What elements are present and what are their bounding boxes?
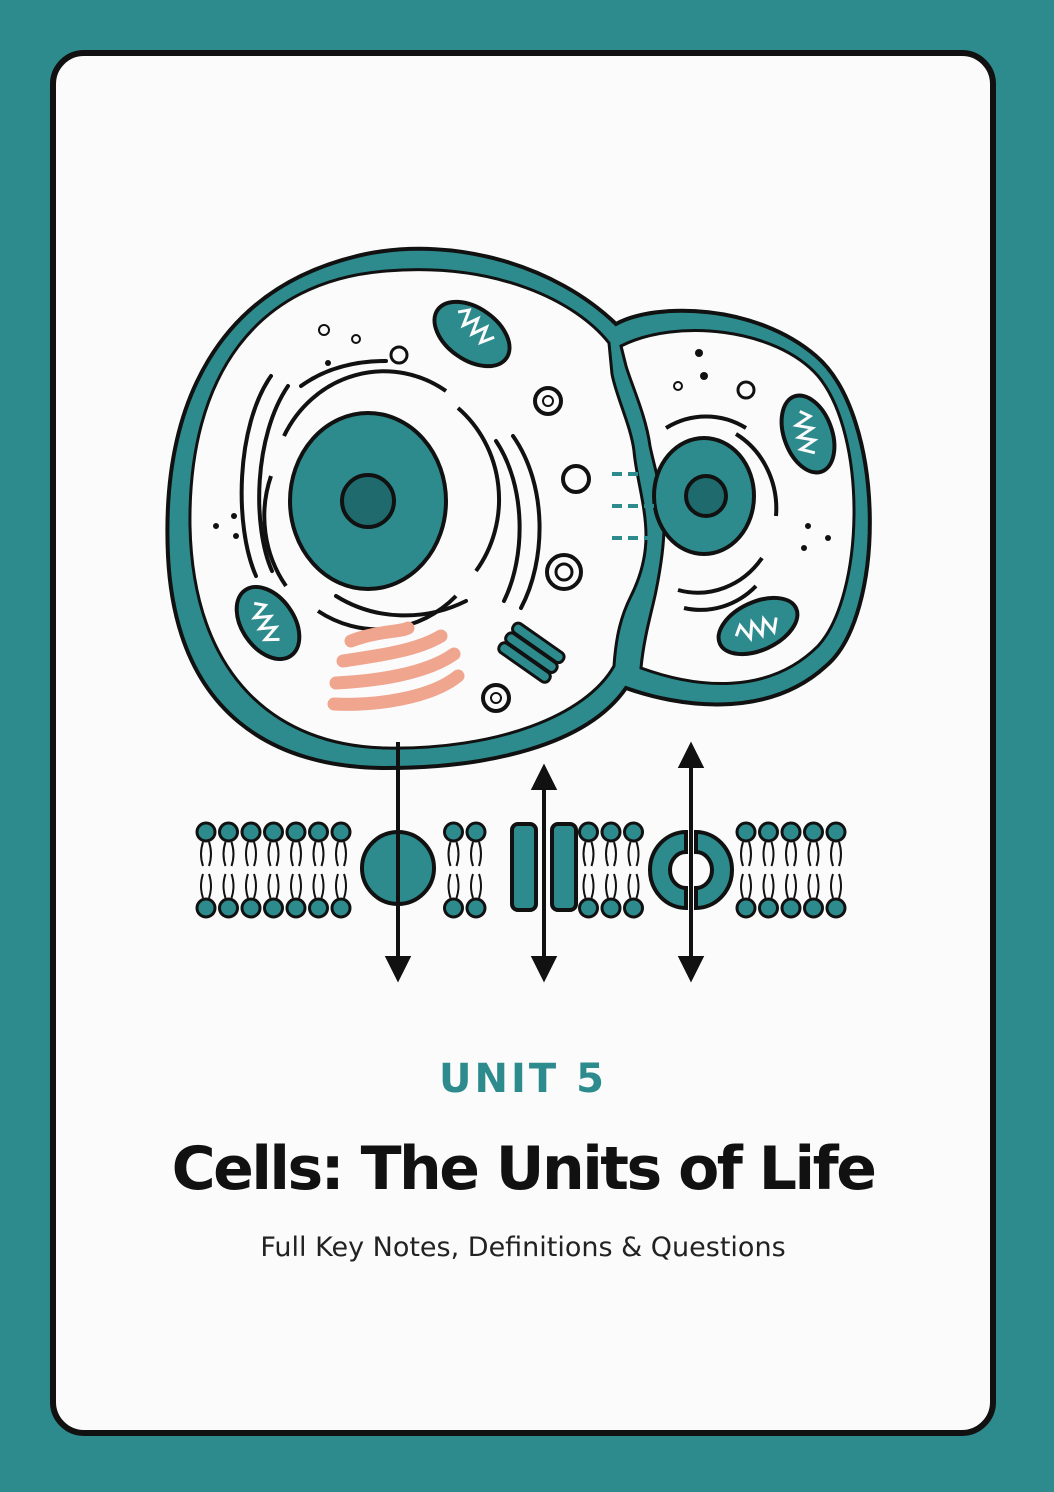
lipid-tail: [335, 841, 347, 867]
cell-illustration: [165, 246, 872, 983]
lipid-head: [330, 821, 352, 843]
lipid-head: [285, 821, 307, 843]
granule-icon: [213, 324, 361, 539]
lipid-tail: [245, 841, 257, 867]
lipid-tail: [830, 873, 842, 899]
lipid-head: [263, 897, 284, 919]
lipid-tail: [605, 841, 617, 867]
daughter-nucleus-icon: [652, 414, 779, 612]
lipid-head: [285, 897, 307, 919]
lipid-tail: [582, 873, 595, 899]
lipid-tail: [245, 873, 257, 899]
mitochondrion-icon: [234, 299, 512, 662]
vesicle-icon: [389, 345, 591, 713]
lipid-head: [240, 897, 262, 919]
lipid-head: [758, 897, 779, 919]
lipid-head: [263, 821, 284, 843]
lipid-head: [465, 821, 487, 843]
lipid-head: [623, 897, 644, 919]
lipid-head: [218, 897, 239, 919]
centriole-icon: [497, 621, 566, 684]
lipid-tail: [605, 873, 617, 899]
lipid-head: [735, 821, 757, 843]
lipid-tail: [447, 873, 460, 899]
lipid-tail: [740, 841, 752, 867]
lipid-head: [330, 897, 352, 919]
lipid-tail: [807, 873, 820, 899]
chromosome-icon: [612, 472, 656, 540]
lipid-tail: [312, 873, 325, 899]
lipid-head: [780, 897, 802, 919]
lipid-tail: [200, 841, 212, 867]
lipid-head: [578, 897, 599, 919]
page-subtitle: Full Key Notes, Definitions & Questions: [260, 1232, 786, 1263]
lipid-tail: [290, 841, 302, 867]
lipid-tail: [222, 841, 235, 867]
er-icon: [239, 359, 542, 618]
lipid-tail: [200, 873, 212, 899]
lipid-tail: [740, 873, 752, 899]
lipid-tail: [470, 841, 482, 867]
lipid-head: [803, 897, 824, 919]
lipid-tail: [762, 873, 775, 899]
lipid-head: [465, 897, 487, 919]
lipid-head: [578, 821, 599, 843]
lipid-head: [600, 821, 622, 843]
golgi-icon: [327, 621, 465, 711]
gated-channel-icon: [648, 829, 734, 911]
lipid-head: [600, 897, 622, 919]
granule-icon: [673, 349, 831, 551]
lipid-head: [825, 821, 847, 843]
lipid-tail: [267, 873, 280, 899]
lipid-head: [308, 897, 329, 919]
nucleus-icon: [262, 369, 502, 632]
lipid-head: [240, 821, 262, 843]
lipid-tail: [627, 873, 640, 899]
lipid-head: [780, 821, 802, 843]
page-title: Cells: The Units of Life: [171, 1134, 877, 1204]
lipid-head: [218, 821, 239, 843]
lipid-tail: [470, 873, 482, 899]
lipid-tail: [807, 841, 820, 867]
lipid-head: [308, 821, 329, 843]
lipid-tail: [627, 841, 640, 867]
cover-card: UNIT 5 Cells: The Units of Life Full Key…: [50, 50, 996, 1436]
lipid-tail: [312, 841, 325, 867]
lipid-head: [443, 821, 464, 843]
lipid-head: [803, 821, 824, 843]
lipid-head: [623, 821, 644, 843]
lipid-tail: [785, 873, 797, 899]
lipid-tail: [290, 873, 302, 899]
lipid-head: [825, 897, 847, 919]
lipid-bilayer-icon: [195, 821, 847, 919]
lipid-tail: [267, 841, 280, 867]
lipid-head: [195, 821, 217, 843]
arrow-icon: [384, 741, 705, 983]
lipid-head: [735, 897, 757, 919]
lipid-tail: [785, 841, 797, 867]
lipid-tail: [582, 841, 595, 867]
unit-label: UNIT 5: [439, 1056, 607, 1102]
lipid-head: [443, 897, 464, 919]
channel-protein-icon: [510, 822, 578, 912]
lipid-tail: [762, 841, 775, 867]
mitochondrion-icon: [716, 393, 837, 657]
lipid-tail: [335, 873, 347, 899]
lipid-head: [758, 821, 779, 843]
lipid-tail: [830, 841, 842, 867]
lipid-tail: [222, 873, 235, 899]
lipid-head: [195, 897, 217, 919]
lipid-tail: [447, 841, 460, 867]
